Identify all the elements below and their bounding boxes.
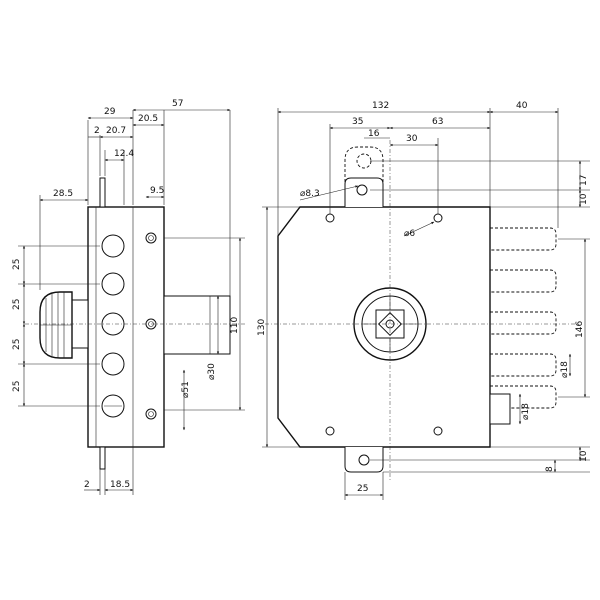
dim-12-4: 12.4 — [114, 149, 134, 159]
left-side-view: 29 57 2 20.7 20.5 12.4 28.5 9.5 25 25 25… — [12, 99, 245, 495]
dim-10-top: 10 — [579, 193, 589, 205]
bolts — [490, 227, 557, 409]
latch — [489, 393, 511, 425]
dim-8: 8 — [545, 466, 555, 472]
right-front-view: 132 40 35 63 16 30 ⌀8.3 ⌀6 17 10 146 ⌀18… — [257, 101, 590, 500]
dim-10-bottom: 10 — [579, 450, 589, 462]
dim-dia-30: ⌀30 — [207, 363, 217, 380]
dim-2-top: 2 — [94, 126, 100, 136]
dim-dia-18-bolt: ⌀18 — [560, 361, 570, 378]
dim-28-5: 28.5 — [53, 189, 73, 199]
dim-dia-6: ⌀6 — [404, 229, 415, 239]
bolt-cylinder — [163, 295, 231, 355]
dim-25-b: 25 — [12, 299, 22, 310]
dim-16: 16 — [368, 129, 380, 139]
dim-dia-51: ⌀51 — [181, 381, 191, 398]
dim-30-top: 30 — [406, 134, 418, 144]
dim-9-5: 9.5 — [150, 186, 164, 196]
dim-63: 63 — [432, 117, 443, 127]
dim-130: 130 — [257, 319, 267, 336]
dim-2-bottom: 2 — [84, 480, 90, 490]
knob — [39, 291, 89, 359]
dim-25-c: 25 — [12, 339, 22, 350]
dim-110: 110 — [230, 317, 240, 334]
dim-40: 40 — [516, 101, 528, 111]
dim-dia-8-3: ⌀8.3 — [300, 189, 320, 199]
dim-132: 132 — [372, 101, 389, 111]
dim-25-d: 25 — [12, 381, 22, 392]
dim-25-bottom: 25 — [357, 484, 368, 494]
dim-29: 29 — [104, 107, 116, 117]
dim-35: 35 — [352, 117, 363, 127]
dim-57: 57 — [172, 99, 183, 109]
dim-dia-18-latch: ⌀18 — [521, 403, 531, 420]
dim-18-5: 18.5 — [110, 480, 130, 490]
dim-25-a: 25 — [12, 259, 22, 270]
dim-146: 146 — [575, 321, 585, 338]
dim-20-5: 20.5 — [138, 114, 158, 124]
dim-17: 17 — [579, 175, 589, 186]
dim-20-7: 20.7 — [106, 126, 126, 136]
cylinder-holes — [101, 234, 125, 418]
